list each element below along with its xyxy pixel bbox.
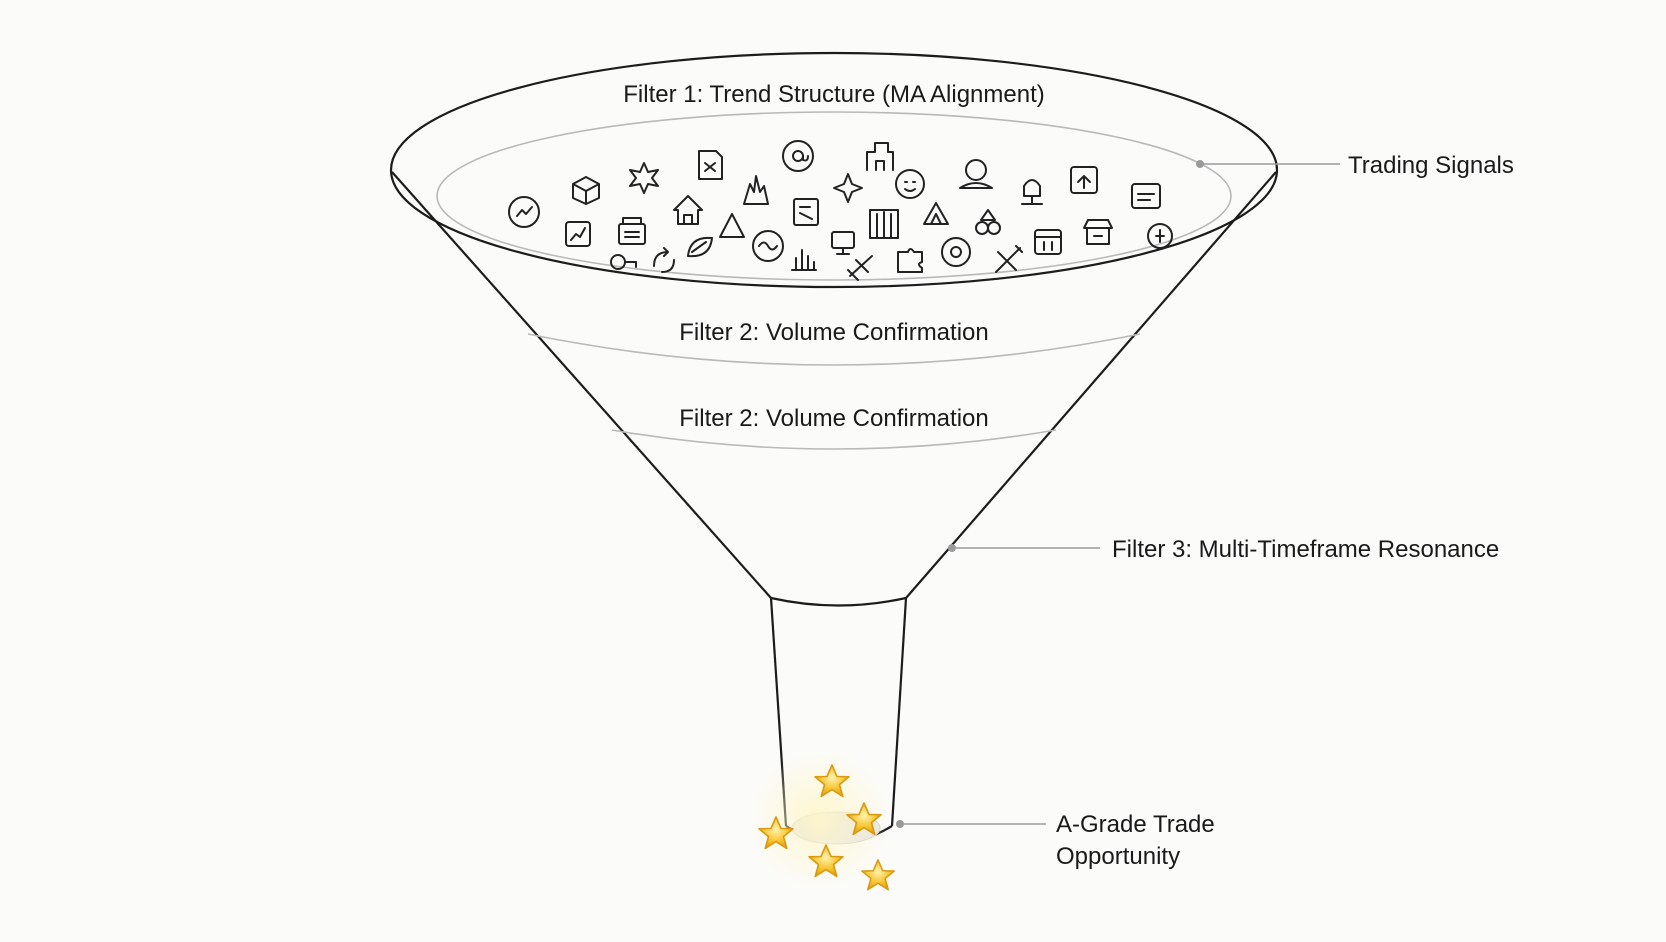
- callout-dot: [1196, 160, 1204, 168]
- funnel-right-edge: [905, 171, 1277, 599]
- triangle-icon: [923, 202, 949, 225]
- person-icon: [959, 159, 993, 189]
- cash-register-icon: [618, 217, 646, 245]
- output-label-line-2: Opportunity: [1056, 843, 1180, 870]
- puzzle-icon: [897, 248, 923, 273]
- face-icon: [895, 169, 925, 199]
- band-line-1: [527, 333, 1141, 366]
- refresh-icon: [653, 247, 675, 273]
- warning-icon: [719, 213, 745, 238]
- funnel-left-edge: [391, 171, 772, 599]
- wave-icon: [752, 230, 784, 262]
- filter-2-label: Filter 2: Volume Confirmation: [679, 319, 988, 346]
- funnel-inner-rim: [436, 111, 1232, 281]
- house-icon: [673, 195, 703, 225]
- at-icon: [782, 140, 814, 172]
- gear-icon: [629, 162, 659, 194]
- tools-icon: [995, 245, 1023, 273]
- tag-icon: [1070, 166, 1098, 194]
- mailbox-icon: [1083, 219, 1113, 245]
- flame-icon: [743, 175, 769, 205]
- signal-icons: [508, 140, 1173, 281]
- box-icon: [572, 176, 600, 205]
- leaf-icon: [687, 236, 713, 258]
- output-label-line-1: A-Grade Trade: [1056, 811, 1215, 838]
- monitor-icon: [831, 231, 855, 255]
- filter-2-label-repeat: Filter 2: Volume Confirmation: [679, 405, 988, 432]
- line-chart-icon: [565, 221, 591, 247]
- filter-3-label: Filter 3: Multi-Timeframe Resonance: [1112, 536, 1499, 563]
- filter-1-label: Filter 1: Trend Structure (MA Alignment): [623, 81, 1045, 108]
- document-icon: [698, 150, 723, 180]
- spout-right-edge: [890, 597, 908, 827]
- columns-icon: [869, 209, 899, 239]
- target-icon: [941, 237, 971, 267]
- callout-output: A-Grade Trade Opportunity: [896, 811, 1215, 870]
- coin-icon: [1147, 223, 1173, 249]
- cross-icon: [833, 173, 863, 203]
- card-icon: [1131, 183, 1161, 209]
- star-glow: [750, 750, 890, 890]
- callout-trading-signals: Trading Signals: [1196, 152, 1514, 179]
- callout-dot: [948, 544, 956, 552]
- funnel-body: [389, 51, 1279, 845]
- trading-signals-label: Trading Signals: [1348, 152, 1514, 179]
- callout-filter-3: Filter 3: Multi-Timeframe Resonance: [948, 536, 1499, 563]
- calendar-icon: [1034, 229, 1062, 255]
- shapes-icon: [975, 209, 1001, 235]
- funnel-neck-rim: [770, 596, 907, 607]
- building-icon: [866, 142, 894, 171]
- funnel-top-rim: [389, 51, 1279, 289]
- pin-icon: [847, 255, 873, 281]
- bar-chart-icon: [791, 249, 817, 271]
- notes-icon: [793, 198, 819, 226]
- chart-icon: [508, 196, 540, 228]
- stars: [750, 750, 895, 891]
- lamp-icon: [1021, 179, 1043, 205]
- band-line-2: [611, 429, 1057, 450]
- callout-dot: [896, 820, 904, 828]
- key-icon: [610, 254, 637, 270]
